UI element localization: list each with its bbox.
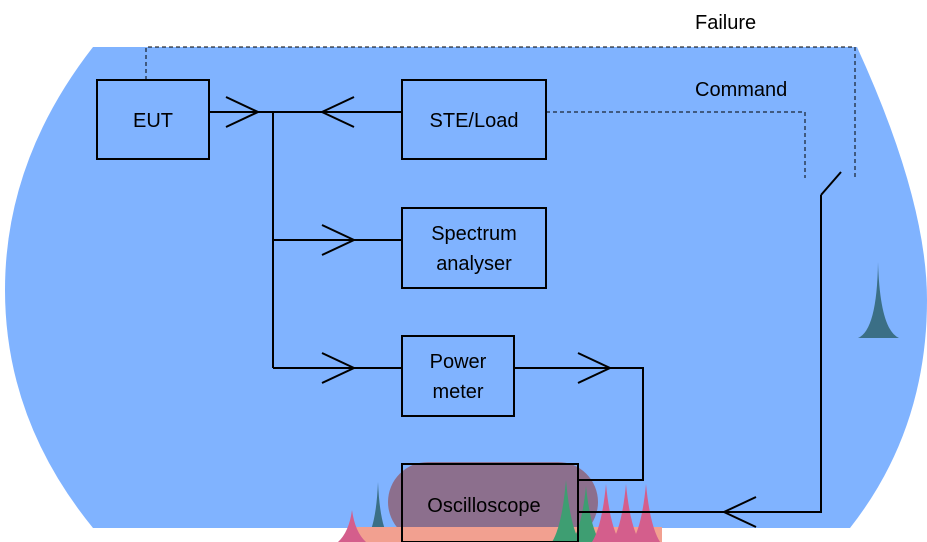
command-label: Command xyxy=(695,79,787,101)
spike-right xyxy=(858,262,899,338)
spectrum-analyser-block xyxy=(401,207,547,289)
ste-load-block xyxy=(401,79,547,160)
ste-load-arrowhead xyxy=(319,96,355,128)
power-label-line2: meter xyxy=(432,381,483,403)
eut-label: EUT xyxy=(133,110,173,132)
oscilloscope-to-switch-line xyxy=(578,195,822,513)
ste-load-label: STE/Load xyxy=(430,110,519,132)
spike-green-1 xyxy=(552,480,580,542)
spectrum-arrowhead xyxy=(321,224,357,256)
switch-lever xyxy=(820,171,842,196)
spike-pink-1 xyxy=(338,510,366,542)
power-to-oscilloscope-line xyxy=(514,367,644,481)
oscilloscope-return-arrowhead xyxy=(721,496,757,528)
oscilloscope-label: Oscilloscope xyxy=(427,495,540,517)
oscilloscope-overlay xyxy=(388,462,598,542)
oscilloscope-block xyxy=(401,463,579,542)
power-meter-block xyxy=(401,335,515,417)
eut-block xyxy=(96,79,210,160)
failure-dashed-line xyxy=(145,46,856,178)
power-output-arrowhead xyxy=(577,352,613,384)
power-label-line1: Power xyxy=(430,351,487,373)
spike-left-teal xyxy=(364,482,392,542)
command-dashed-line xyxy=(546,111,806,178)
spectrum-label-line1: Spectrum xyxy=(431,223,517,245)
failure-label: Failure xyxy=(695,12,756,34)
power-arrowhead xyxy=(321,352,357,384)
eut-arrowhead xyxy=(225,96,261,128)
spectrum-label-line2: analyser xyxy=(436,253,512,275)
